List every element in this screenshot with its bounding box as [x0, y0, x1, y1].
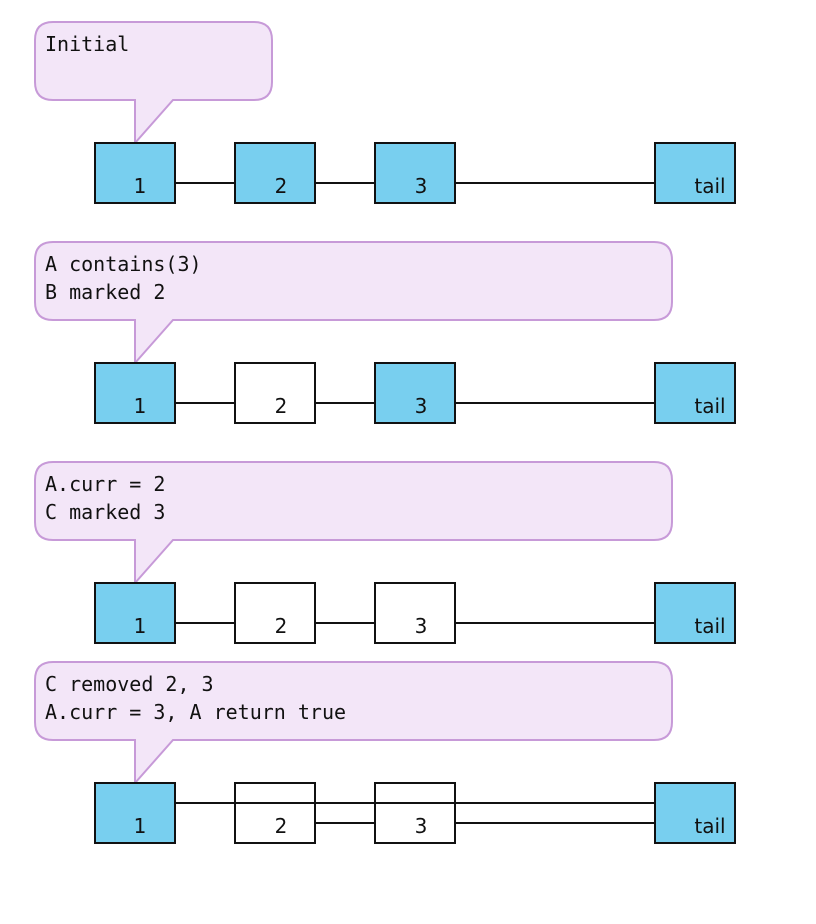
step-4: C removed 2, 3 A.curr = 3, A return true 1… — [34, 661, 736, 844]
node-box-marked — [374, 582, 456, 644]
callout-line: C marked 3 — [45, 500, 165, 524]
list-node: 3 — [374, 362, 456, 424]
node-box-marked — [234, 582, 316, 644]
node-label: 1 — [134, 394, 147, 418]
node-box-unmarked — [374, 142, 456, 204]
list-node: tail — [654, 782, 736, 844]
node-box-unmarked — [94, 582, 176, 644]
list-node: 2 — [234, 362, 316, 424]
callout-line: A.curr = 3, A return true — [45, 700, 346, 724]
node-box-unmarked — [94, 362, 176, 424]
list-node: 3 — [374, 782, 456, 844]
list-node: 2 — [234, 782, 316, 844]
callout-line: A.curr = 2 — [45, 472, 165, 496]
node-box-unmarked — [94, 142, 176, 204]
node-label: 2 — [275, 394, 288, 418]
callout-line: A contains(3) — [45, 252, 202, 276]
node-label: tail — [694, 174, 725, 198]
list-node: tail — [654, 142, 736, 204]
list-node: 3 — [374, 142, 456, 204]
node-box-unmarked — [654, 582, 736, 644]
step-3: A.curr = 2 C marked 3 1 2 3 tail — [34, 461, 736, 644]
step-1: Initial 1 2 3 tail — [34, 21, 736, 204]
node-box-unmarked — [654, 362, 736, 424]
node-box-marked — [234, 782, 316, 844]
node-box-unmarked — [94, 782, 176, 844]
list-node: 3 — [374, 582, 456, 644]
list-node: 2 — [234, 142, 316, 204]
node-label: 3 — [415, 174, 428, 198]
callout-bubble — [34, 241, 673, 366]
node-label: 3 — [415, 394, 428, 418]
node-label: tail — [694, 394, 725, 418]
callout-bubble — [34, 461, 673, 586]
list-node: 1 — [94, 782, 176, 844]
node-label: tail — [694, 614, 725, 638]
list-node: 1 — [94, 142, 176, 204]
list-node: 1 — [94, 582, 176, 644]
node-label: 1 — [134, 174, 147, 198]
node-label: 2 — [275, 814, 288, 838]
node-label: 2 — [275, 174, 288, 198]
callout-bubble — [34, 661, 673, 786]
node-label: 2 — [275, 614, 288, 638]
callout-line: C removed 2, 3 — [45, 672, 214, 696]
node-label: 1 — [134, 614, 147, 638]
node-label: tail — [694, 814, 725, 838]
node-label: 3 — [415, 814, 428, 838]
node-box-unmarked — [654, 142, 736, 204]
node-box-marked — [234, 362, 316, 424]
node-label: 1 — [134, 814, 147, 838]
list-node: 2 — [234, 582, 316, 644]
list-node: tail — [654, 362, 736, 424]
callout-line: Initial — [45, 32, 129, 56]
callout-bubble — [34, 21, 273, 146]
node-box-unmarked — [234, 142, 316, 204]
node-box-marked — [374, 782, 456, 844]
node-box-unmarked — [374, 362, 456, 424]
list-node: tail — [654, 582, 736, 644]
node-box-unmarked — [654, 782, 736, 844]
step-2: A contains(3) B marked 2 1 2 3 tail — [34, 241, 736, 424]
callout-line: B marked 2 — [45, 280, 165, 304]
list-node: 1 — [94, 362, 176, 424]
node-label: 3 — [415, 614, 428, 638]
